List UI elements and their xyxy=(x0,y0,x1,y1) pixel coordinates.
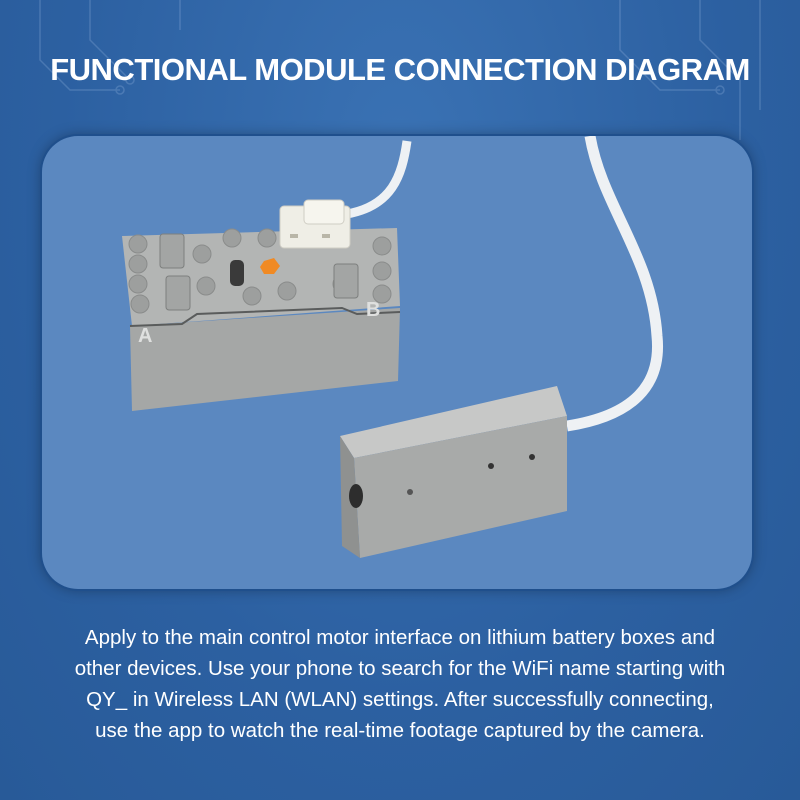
white-connector xyxy=(279,199,351,249)
description-line: Apply to the main control motor interfac… xyxy=(84,626,716,649)
cable-to-connector xyxy=(346,140,412,219)
page-title: FUNCTIONAL MODULE CONNECTION DIAGRAM xyxy=(50,52,750,87)
cable-to-camera xyxy=(566,136,664,432)
port-a-label: A xyxy=(138,325,152,347)
description-line: other devices. Use your phone to search … xyxy=(74,657,726,680)
description: Apply to the main control motor interfac… xyxy=(20,622,780,746)
product-photo-panel: A B xyxy=(42,136,752,589)
description-line: use the app to watch the real-time foota… xyxy=(95,719,705,742)
product-illustration: A B xyxy=(122,136,664,558)
circuit-pattern xyxy=(39,0,761,140)
power-button xyxy=(260,258,280,274)
camera-module xyxy=(340,386,567,558)
camera-lens xyxy=(349,484,363,508)
description-line: QY_ in Wireless LAN (WLAN) settings. Aft… xyxy=(86,688,714,711)
port-b-label: B xyxy=(366,299,380,321)
battery-box: A B xyxy=(122,228,401,411)
